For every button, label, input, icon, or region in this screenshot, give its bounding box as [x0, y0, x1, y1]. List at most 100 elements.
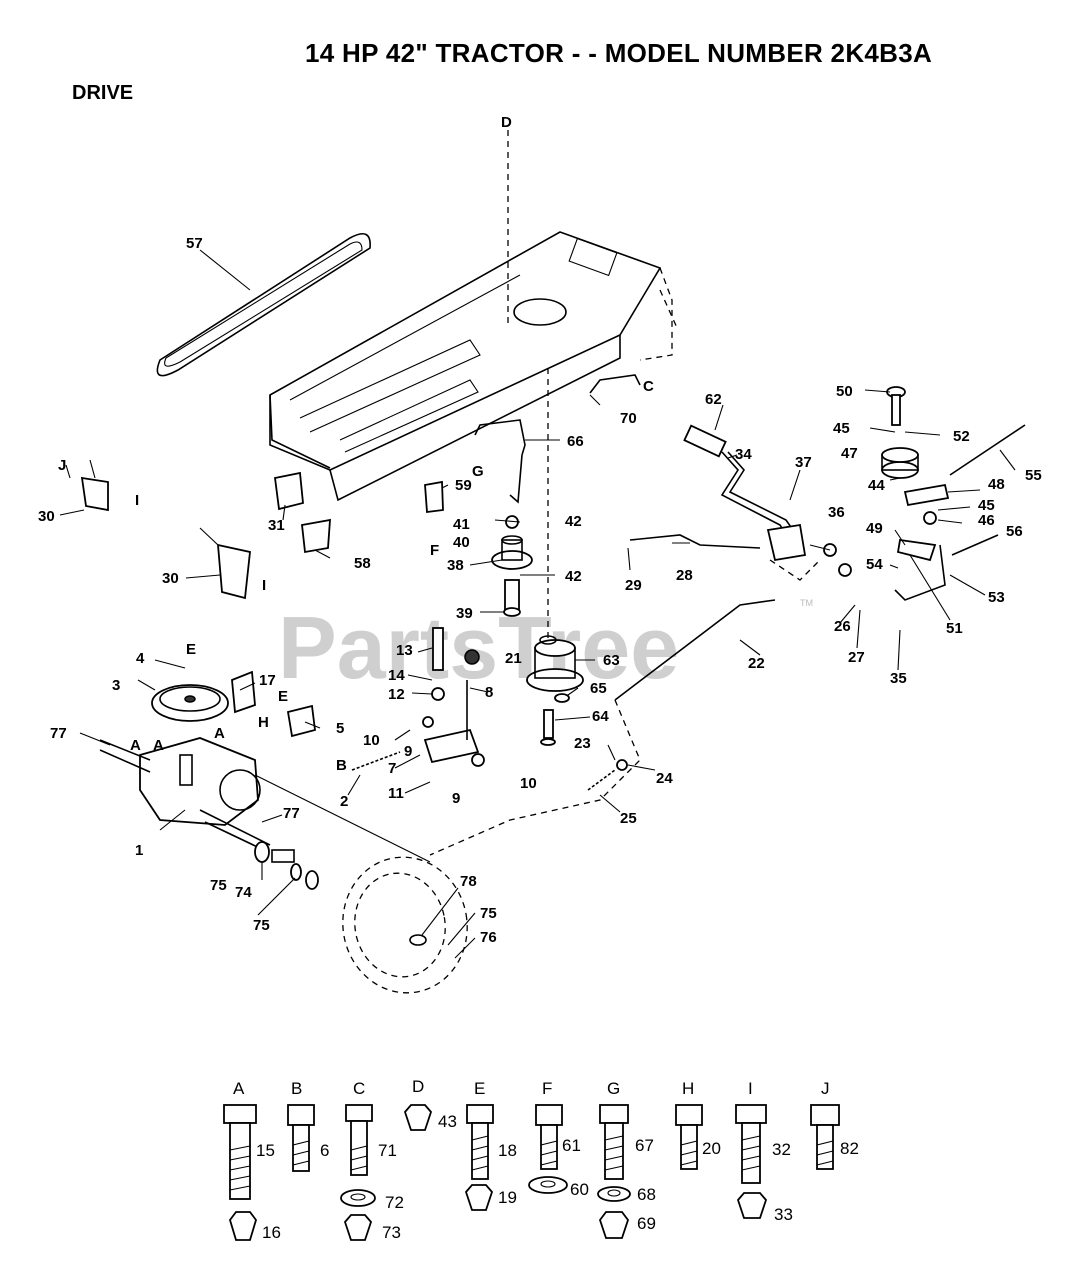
drive-belt [156, 232, 371, 377]
ref-B: B [336, 757, 347, 774]
ref-C: C [643, 378, 654, 395]
clutch-bracket-7 [423, 728, 480, 764]
rod-28 [629, 534, 761, 549]
ref-E-upper: E [186, 641, 196, 658]
hw-part-82: 82 [840, 1139, 859, 1158]
callout-37: 37 [795, 454, 812, 471]
hw-part-33: 33 [774, 1205, 793, 1224]
rod-path [429, 699, 641, 856]
callout-28: 28 [676, 567, 693, 584]
callout-30-lower: 30 [162, 570, 179, 587]
callout-78: 78 [460, 873, 477, 890]
hw-part-20: 20 [702, 1139, 721, 1158]
watermark: PartsTree [278, 598, 679, 697]
callout-49: 49 [866, 520, 883, 537]
hardware-B: B 6 [287, 1079, 329, 1172]
hw-part-60: 60 [570, 1180, 589, 1199]
bracket-5 [286, 704, 316, 738]
callout-42-lower: 42 [565, 568, 582, 585]
bracket-49 [896, 538, 937, 562]
callout-70: 70 [620, 410, 637, 427]
ref-A-1: A [130, 737, 141, 754]
callout-26: 26 [834, 618, 851, 635]
callout-14: 14 [388, 667, 405, 684]
bolt-64 [540, 709, 556, 746]
callout-10-left: 10 [363, 732, 380, 749]
hardware-legend: A 15 16 B 6 C 71 72 73 [223, 1077, 859, 1242]
callout-55: 55 [1025, 467, 1042, 484]
hw-letter-A: A [233, 1079, 245, 1098]
idler-arm-66 [474, 419, 526, 504]
washer-9b [422, 716, 434, 728]
callout-3: 3 [112, 677, 120, 694]
callout-77-right: 77 [283, 805, 300, 822]
callout-2: 2 [340, 793, 348, 810]
callout-66: 66 [567, 433, 584, 450]
callout-77-left: 77 [50, 725, 67, 742]
knob-21 [464, 649, 480, 665]
callout-41: 41 [453, 516, 470, 533]
callout-46: 46 [978, 512, 995, 529]
hardware-J: J 82 [810, 1079, 859, 1170]
bracket-31 [273, 471, 304, 511]
washer-45 [923, 511, 937, 525]
callout-62: 62 [705, 391, 722, 408]
callout-8: 8 [485, 684, 493, 701]
knob-47 [881, 447, 919, 479]
pivot-ref [769, 559, 821, 581]
callout-64: 64 [592, 708, 609, 725]
hardware-E: E 18 19 [464, 1079, 517, 1211]
hw-part-71: 71 [378, 1141, 397, 1160]
callout-45-upper: 45 [833, 420, 850, 437]
bracket-59 [424, 480, 444, 514]
pedal-lever-34 [683, 424, 801, 549]
callout-17: 17 [259, 672, 276, 689]
hw-letter-D: D [412, 1077, 424, 1096]
hw-part-72: 72 [385, 1193, 404, 1212]
hw-part-68: 68 [637, 1185, 656, 1204]
bracket-70 [589, 374, 641, 394]
bolt-39 [503, 579, 521, 617]
callout-47: 47 [841, 445, 858, 462]
chassis-frame [269, 231, 679, 502]
hardware-F: F 61 60 [528, 1079, 589, 1199]
bracket-48 [903, 483, 950, 507]
hw-letter-H: H [682, 1079, 694, 1098]
spring-2 [351, 751, 401, 771]
washer-36b [838, 563, 852, 577]
hw-part-73: 73 [382, 1223, 401, 1242]
callout-7: 7 [388, 760, 396, 777]
callout-4: 4 [136, 650, 145, 667]
hw-letter-E: E [474, 1079, 485, 1098]
callout-53: 53 [988, 589, 1005, 606]
rod-56 [951, 534, 999, 556]
callout-39: 39 [456, 605, 473, 622]
callout-63: 63 [603, 652, 620, 669]
ref-G: G [472, 463, 484, 480]
nut-23 [616, 759, 628, 771]
callout-76: 76 [480, 929, 497, 946]
callout-35: 35 [890, 670, 907, 687]
callout-36: 36 [828, 504, 845, 521]
bracket-17 [231, 670, 256, 714]
ref-H: H [258, 714, 269, 731]
page-title: 14 HP 42" TRACTOR - - MODEL NUMBER 2K4B3… [305, 38, 933, 68]
hw-letter-G: G [607, 1079, 620, 1098]
leader-lines [59, 249, 1016, 959]
hw-part-67: 67 [635, 1136, 654, 1155]
hw-letter-F: F [542, 1079, 552, 1098]
callout-44: 44 [868, 477, 885, 494]
callout-50: 50 [836, 383, 853, 400]
callout-51: 51 [946, 620, 963, 637]
rear-wheel [342, 856, 468, 994]
wheel-ref-line [254, 774, 431, 863]
callout-31: 31 [268, 517, 285, 534]
ref-A-3: A [214, 725, 225, 742]
idler-pulley-63 [526, 635, 584, 692]
callout-25: 25 [620, 810, 637, 827]
callout-58: 58 [354, 555, 371, 572]
callout-54: 54 [866, 556, 883, 573]
callout-21: 21 [505, 650, 522, 667]
callout-56: 56 [1006, 523, 1023, 540]
rod-55 [949, 424, 1026, 476]
